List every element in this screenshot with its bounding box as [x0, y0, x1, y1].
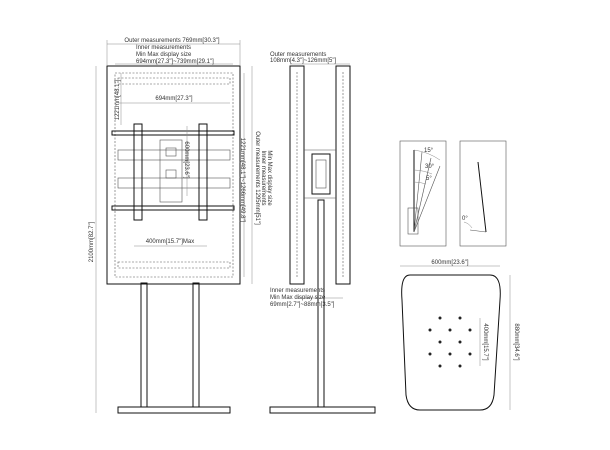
front-inner-top-text: 1221mm[48.1"] — [115, 79, 121, 120]
side-pole — [317, 199, 325, 408]
tilt-detail-frame-left — [399, 140, 447, 247]
side-outer-range: 108mm[4.3"]~126mm[5"] — [270, 58, 336, 64]
tilt-arc-5 — [413, 181, 427, 185]
front-vesa-rail-right — [198, 123, 208, 221]
front-bottom-vent — [117, 261, 231, 269]
tilt-line-30 — [413, 165, 441, 233]
front-panel-strip-1 — [117, 149, 231, 161]
front-view — [106, 65, 241, 414]
front-vesa-rail-left — [133, 123, 143, 221]
front-right-outer-c: Min Max display size — [266, 150, 272, 206]
tilt-bracket-left — [407, 207, 419, 235]
tilt-right-panel — [477, 161, 487, 233]
front-inner-outline — [114, 72, 234, 278]
base-hole — [458, 340, 462, 344]
tilt-angle-30: 30° — [425, 164, 435, 170]
front-top-vent — [117, 77, 231, 85]
front-center-bracket — [159, 139, 183, 203]
side-panel-right — [335, 65, 351, 285]
base-hole — [438, 316, 442, 320]
front-dimensions — [95, 40, 253, 413]
front-display-range: 694mm[27.3"]~739mm[29.1"] — [136, 59, 214, 65]
tilt-right-foot — [469, 229, 487, 233]
front-crossbar-bottom — [111, 205, 235, 211]
tilt-line-15 — [413, 157, 432, 233]
base-hole — [458, 316, 462, 320]
base-depth-text: 880mm[34.6"] — [513, 323, 519, 360]
front-bracket-hole-1 — [165, 147, 177, 157]
base-hole — [448, 352, 452, 356]
front-right-outer-b: Inner measurements — [260, 150, 266, 205]
front-inner-measurements-label: Inner measurements — [136, 45, 191, 51]
tilt-angle-5: 5° — [426, 176, 432, 182]
tilt-arc-0 — [463, 221, 473, 229]
side-outer-label: Outer measurements — [270, 52, 326, 58]
tilt-detail-frame-right — [459, 140, 507, 247]
tilt-angle-15: 15° — [424, 148, 434, 154]
base-hole — [428, 328, 432, 332]
base-hole — [438, 364, 442, 368]
side-inner-range: 69mm[2.7"]~88mm[3.5"] — [270, 302, 335, 308]
base-plate-holes — [428, 316, 472, 368]
tilt-angle-0: 0° — [462, 216, 468, 222]
front-vesa-height-text: 600mm[23.6"] — [183, 141, 189, 178]
front-right-inner-text: 1221mm[48.1"]~1266mm[49.8"] — [239, 138, 245, 223]
side-floor-base — [269, 406, 376, 414]
front-min-max-label: Min Max display size — [136, 52, 192, 58]
base-hole — [448, 328, 452, 332]
front-bracket-hole-2 — [165, 169, 177, 179]
base-hole — [438, 340, 442, 344]
tilt-arc-30 — [413, 169, 433, 175]
side-panel-left — [289, 65, 305, 285]
front-display-frame — [106, 65, 241, 285]
base-hole — [468, 352, 472, 356]
base-plate-outline — [401, 274, 501, 411]
front-total-height-text: 2100mm[82.7"] — [89, 221, 95, 262]
side-mount-bracket — [311, 153, 331, 195]
front-inner-width-text: 694mm[27.3"] — [155, 96, 192, 102]
base-plate — [401, 274, 501, 411]
front-pole-right — [192, 282, 200, 408]
base-hole — [458, 364, 462, 368]
front-outer-measurement: Outer measurements 769mm[30.3"] — [124, 38, 220, 44]
side-view — [269, 65, 376, 414]
base-hole — [468, 328, 472, 332]
base-hole — [428, 352, 432, 356]
front-vesa-width-text: 400mm[15.7"]Max — [146, 239, 194, 245]
tilt-detail — [399, 140, 507, 247]
front-right-outer-a: Outer measurements 1295mm[51"] — [254, 131, 260, 225]
front-panel-strip-2 — [117, 177, 231, 189]
base-dimensions — [400, 265, 511, 410]
front-pole-left — [140, 282, 148, 408]
front-floor-base — [117, 406, 231, 414]
front-crossbar-top — [111, 130, 235, 136]
tilt-line-5 — [413, 151, 423, 233]
side-mount-inner — [315, 159, 327, 189]
side-inner-label: Inner measurements — [270, 288, 325, 294]
base-hole-spacing-text: 400mm[15.7"] — [482, 323, 488, 360]
side-dimensions — [290, 63, 350, 299]
base-width-text: 600mm[23.6"] — [431, 260, 468, 266]
tilt-arc-15 — [413, 149, 441, 161]
side-min-max-label: Min Max display size — [270, 295, 326, 301]
